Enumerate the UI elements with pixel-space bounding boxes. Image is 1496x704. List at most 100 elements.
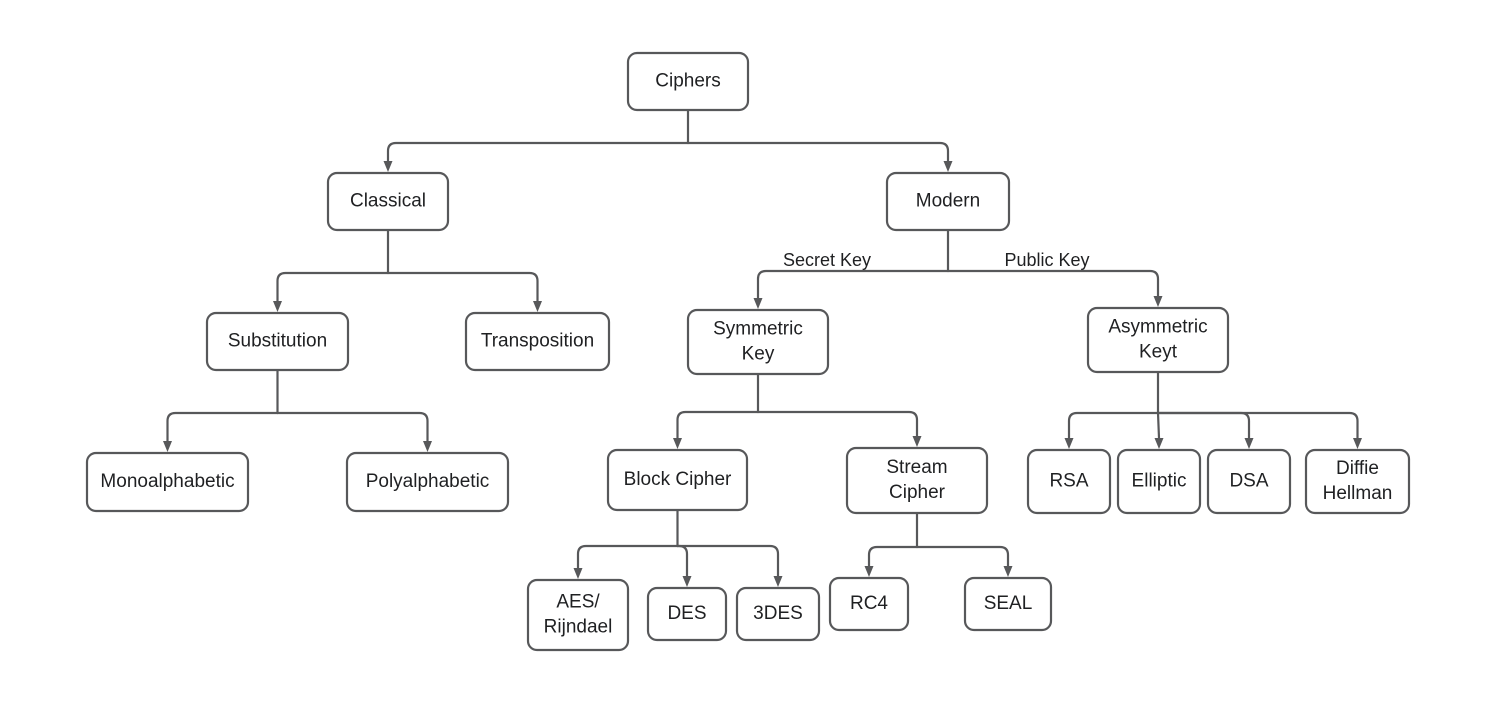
node-label-des: DES bbox=[667, 603, 706, 624]
node-box-classical[interactable] bbox=[326, 171, 450, 232]
arrowhead-transposition bbox=[533, 301, 542, 312]
connector-asymmetric-key-to-rsa bbox=[1067, 411, 1160, 440]
connector-block-cipher-to-aes-rijndael bbox=[576, 544, 679, 570]
node-rsa[interactable]: RSA bbox=[1026, 448, 1112, 515]
node-label-3des: 3DES bbox=[753, 603, 803, 624]
node-label-symmetric-key: Key bbox=[742, 344, 775, 365]
connector-stream-cipher-to-seal bbox=[915, 545, 1010, 568]
node-label-stream-cipher: Cipher bbox=[889, 482, 946, 503]
arrowhead-rc4 bbox=[864, 566, 874, 577]
node-box-dsa[interactable] bbox=[1206, 448, 1292, 515]
node-label-asymmetric-key: Asymmetric bbox=[1108, 317, 1207, 338]
node-label-diffie-hellman: Hellman bbox=[1323, 483, 1393, 504]
node-box-asymmetric-key[interactable] bbox=[1086, 306, 1230, 374]
node-box-3des[interactable] bbox=[735, 586, 821, 642]
node-label-substitution: Substitution bbox=[228, 331, 327, 352]
connector-asymmetric-key-to-dsa bbox=[1156, 411, 1251, 440]
connector-asymmetric-key-to-diffie-hellman bbox=[1156, 411, 1359, 440]
node-box-transposition[interactable] bbox=[464, 311, 611, 372]
connector-ciphers-to-classical bbox=[386, 141, 690, 163]
node-label-stream-cipher: Stream bbox=[886, 457, 947, 478]
arrowhead-des bbox=[682, 576, 692, 587]
node-label-transposition: Transposition bbox=[481, 331, 594, 352]
arrowhead-monoalphabetic bbox=[163, 441, 172, 452]
node-ciphers[interactable]: Ciphers bbox=[626, 51, 750, 112]
arrowhead-classical bbox=[383, 161, 393, 172]
node-classical[interactable]: Classical bbox=[326, 171, 450, 232]
connector-classical-to-substitution bbox=[276, 271, 390, 303]
node-box-des[interactable] bbox=[646, 586, 728, 642]
arrowhead-block-cipher bbox=[673, 438, 682, 449]
connector-modern-to-asymmetric-key bbox=[946, 269, 1160, 298]
node-label-block-cipher: Block Cipher bbox=[624, 469, 732, 490]
node-label-classical: Classical bbox=[350, 191, 426, 212]
arrowhead-substitution bbox=[273, 301, 282, 312]
connector-ciphers-to-modern bbox=[686, 141, 950, 163]
arrowhead-rsa bbox=[1064, 438, 1074, 449]
node-label-modern: Modern bbox=[916, 191, 980, 212]
node-label-aes-rijndael: AES/ bbox=[556, 592, 600, 613]
node-box-symmetric-key[interactable] bbox=[686, 308, 830, 376]
node-box-aes-rijndael[interactable] bbox=[526, 578, 630, 652]
node-rc4[interactable]: RC4 bbox=[828, 576, 910, 632]
arrowhead-3des bbox=[773, 576, 783, 587]
arrowhead-stream-cipher bbox=[912, 436, 922, 447]
node-box-block-cipher[interactable] bbox=[606, 448, 749, 512]
node-box-monoalphabetic[interactable] bbox=[85, 451, 250, 513]
node-label-polyalphabetic: Polyalphabetic bbox=[366, 471, 490, 492]
connector-substitution-to-monoalphabetic bbox=[166, 411, 279, 443]
connector-modern-to-symmetric-key bbox=[756, 269, 950, 300]
node-box-ciphers[interactable] bbox=[626, 51, 750, 112]
connector-block-cipher-to-des bbox=[676, 544, 689, 578]
node-box-stream-cipher[interactable] bbox=[845, 446, 989, 515]
node-label-aes-rijndael: Rijndael bbox=[544, 617, 613, 638]
node-box-polyalphabetic[interactable] bbox=[345, 451, 510, 513]
node-substitution[interactable]: Substitution bbox=[205, 311, 350, 372]
node-box-substitution[interactable] bbox=[205, 311, 350, 372]
node-transposition[interactable]: Transposition bbox=[464, 311, 611, 372]
node-aes-rijndael[interactable]: AES/Rijndael bbox=[526, 578, 630, 652]
arrowhead-modern bbox=[943, 161, 953, 172]
node-label-seal: SEAL bbox=[984, 593, 1033, 614]
connector-substitution-to-polyalphabetic bbox=[276, 411, 429, 443]
node-label-rsa: RSA bbox=[1049, 471, 1088, 492]
node-dsa[interactable]: DSA bbox=[1206, 448, 1292, 515]
node-box-rc4[interactable] bbox=[828, 576, 910, 632]
node-des[interactable]: DES bbox=[646, 586, 728, 642]
node-block-cipher[interactable]: Block Cipher bbox=[606, 448, 749, 512]
arrowhead-aes-rijndael bbox=[573, 568, 583, 579]
node-3des[interactable]: 3DES bbox=[735, 586, 821, 642]
node-monoalphabetic[interactable]: Monoalphabetic bbox=[85, 451, 250, 513]
node-label-ciphers: Ciphers bbox=[655, 71, 720, 92]
node-modern[interactable]: Modern bbox=[885, 171, 1011, 232]
node-label-monoalphabetic: Monoalphabetic bbox=[100, 471, 234, 492]
node-elliptic[interactable]: Elliptic bbox=[1116, 448, 1202, 515]
node-label-symmetric-key: Symmetric bbox=[713, 319, 803, 340]
node-box-modern[interactable] bbox=[885, 171, 1011, 232]
node-polyalphabetic[interactable]: Polyalphabetic bbox=[345, 451, 510, 513]
node-label-dsa: DSA bbox=[1229, 471, 1268, 492]
arrowhead-elliptic bbox=[1154, 438, 1164, 449]
node-box-rsa[interactable] bbox=[1026, 448, 1112, 515]
node-seal[interactable]: SEAL bbox=[963, 576, 1053, 632]
arrowhead-polyalphabetic bbox=[423, 441, 432, 452]
arrowhead-asymmetric-key bbox=[1153, 296, 1163, 307]
node-label-diffie-hellman: Diffie bbox=[1336, 458, 1379, 479]
secret-key-label: Secret Key bbox=[783, 250, 871, 270]
node-label-rc4: RC4 bbox=[850, 593, 888, 614]
arrowhead-symmetric-key bbox=[753, 298, 763, 309]
node-label-asymmetric-key: Keyt bbox=[1139, 342, 1178, 363]
node-box-diffie-hellman[interactable] bbox=[1304, 448, 1411, 515]
connector-layer bbox=[163, 108, 1362, 587]
arrowhead-seal bbox=[1003, 566, 1013, 577]
node-box-elliptic[interactable] bbox=[1116, 448, 1202, 515]
arrowhead-diffie-hellman bbox=[1353, 438, 1362, 449]
node-box-seal[interactable] bbox=[963, 576, 1053, 632]
